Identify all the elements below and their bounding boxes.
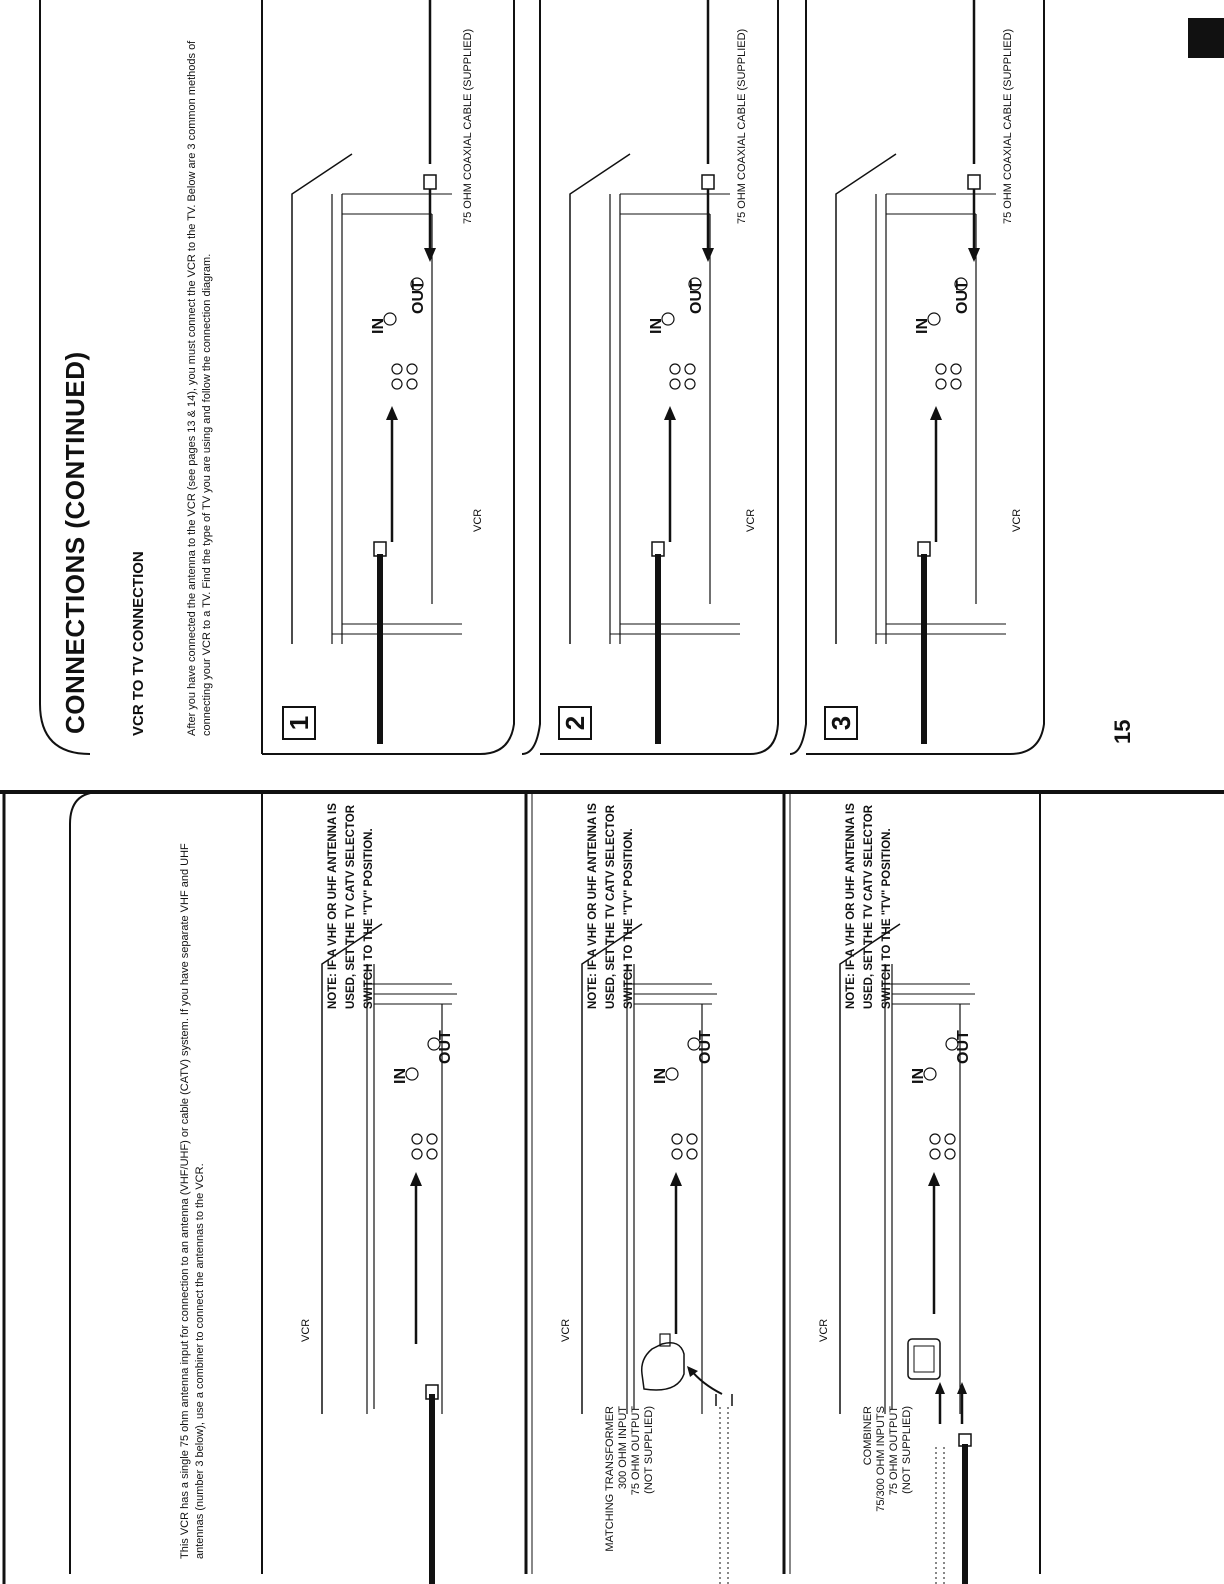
right-panel-1: 1 VCR IN O [262, 0, 514, 754]
vcr-diagram [321, 923, 457, 1584]
vcr-label: VCR [472, 508, 484, 532]
left-panel-2: VCR MATCHING TRANSFORMER 300 OHM INPUT 7… [532, 792, 784, 1584]
port-out-label: OUT [955, 1030, 972, 1064]
vcr-diagram [835, 0, 1006, 744]
panel-note: NOTE: IF A VHF OR UHF ANTENNA IS USED, S… [845, 803, 893, 1009]
port-out-label: OUT [954, 280, 971, 314]
cable-label: 75 OHM COAXIAL CABLE (SUPPLIED) [462, 28, 474, 224]
cable-label: 75 OHM COAXIAL CABLE (SUPPLIED) [736, 28, 748, 224]
page-number: 15 [1110, 719, 1135, 744]
vcr-diagram [291, 0, 462, 744]
device-label: MATCHING TRANSFORMER 300 OHM INPUT 75 OH… [604, 1406, 655, 1552]
vcr-label: VCR [1011, 508, 1023, 532]
port-in-label: IN [370, 318, 387, 334]
panel-note: NOTE: IF A VHF OR UHF ANTENNA IS USED, S… [327, 803, 375, 1009]
right-panel-2: 2 VCR IN OUT 75 OHM [540, 0, 778, 754]
vcr-diagram [569, 0, 740, 744]
right-panel-3: 3 VCR IN OUT 75 OHM [806, 0, 1044, 754]
port-in-label: IN [910, 1068, 927, 1084]
device-label: COMBINER 75/300 OHM INPUTS 75 OHM OUTPUT… [862, 1406, 913, 1512]
port-in-label: IN [914, 318, 931, 334]
port-out-label: OUT [437, 1030, 454, 1064]
port-in-label: IN [392, 1068, 409, 1084]
port-out-label: OUT [688, 280, 705, 314]
page-title: CONNECTIONS (CONTINUED) [60, 351, 90, 734]
panel-note: NOTE: IF A VHF OR UHF ANTENNA IS USED, S… [587, 803, 635, 1009]
vcr-diagram [581, 923, 733, 1584]
section-subtitle: VCR TO TV CONNECTION [130, 551, 147, 736]
left-panel-3: VCR COMBINER 75/300 OHM INPUTS 75 OHM OU… [790, 792, 1040, 1584]
vcr-diagram [839, 923, 975, 1584]
vcr-label: VCR [818, 1318, 830, 1342]
left-intro: This VCR has a single 75 ohm antenna inp… [179, 843, 206, 1559]
port-out-label: OUT [410, 280, 427, 314]
port-out-label: OUT [697, 1030, 714, 1064]
vcr-label: VCR [745, 508, 757, 532]
port-in-label: IN [648, 318, 665, 334]
right-intro: After you have connected the antenna to … [186, 40, 213, 736]
vcr-label: VCR [300, 1318, 312, 1342]
cable-label: 75 OHM COAXIAL CABLE (SUPPLIED) [1002, 28, 1014, 224]
vcr-label: VCR [560, 1318, 572, 1342]
left-panel-1: VCR IN OUT NOTE: IF A VHF OR UHF ANTENNA… [262, 792, 526, 1584]
edge-tab-mark [1188, 18, 1224, 58]
port-in-label: IN [652, 1068, 669, 1084]
